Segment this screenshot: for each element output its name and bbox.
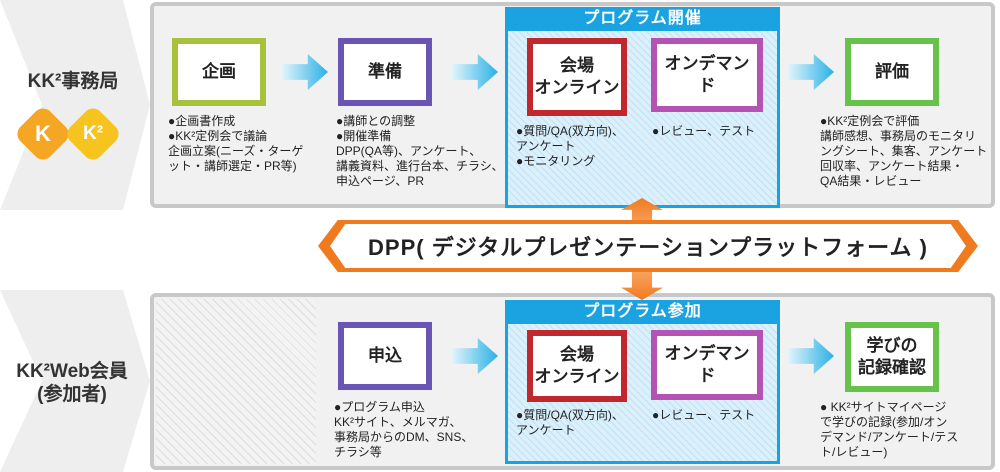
empty-hatched-area	[156, 299, 316, 464]
logo-tile-k2: K²	[63, 104, 123, 164]
participation-ondemand-note: ●レビュー、テスト	[652, 408, 756, 422]
plan-note: ●企画書作成 ●KK²定例会で議論 企画立案(ニーズ・ターゲ ット・講師選定・P…	[168, 114, 304, 173]
dpp-label: DPP( デジタルプレゼンテーションプラットフォーム )	[330, 224, 966, 268]
member-label: KK²Web会員 (参加者)	[16, 361, 128, 405]
learning-record-note: ● KK²サイトマイページ で学びの記録(参加/オン デマンド/アンケート/テス…	[820, 400, 959, 459]
apply-note: ●プログラム申込 KK²サイト、メルマガ、 事務局からのDM、SNS、 チラシ等	[334, 400, 474, 459]
learning-record-box: 学びの 記録確認	[845, 322, 939, 392]
logo-tile-k: K	[13, 104, 73, 164]
dpp-banner: DPP( デジタルプレゼンテーションプラットフォーム )	[318, 220, 978, 272]
plan-box: 企画	[172, 38, 266, 106]
kk2-logo: K K²	[13, 104, 134, 164]
ondemand-box: オンデマンド	[651, 38, 763, 112]
eval-box: 評価	[845, 38, 939, 106]
office-label: KK²事務局	[27, 71, 119, 92]
venue-note: ●質問/QA(双方向)、 アンケート ●モニタリング	[516, 124, 624, 168]
program-participation-title: プログラム参加	[505, 300, 780, 324]
prep-box: 準備	[338, 38, 432, 106]
venue-online-box: 会場 オンライン	[527, 38, 627, 116]
eval-note: ●KK²定例会で評価 講師感想、事務局のモニタリ ングシート、集客、アンケート …	[820, 114, 988, 188]
participation-venue-note: ●質問/QA(双方向)、 アンケート	[516, 408, 624, 437]
apply-box: 申込	[338, 322, 432, 390]
prep-note: ●講師との調整 ●開催準備 DPP(QA等)、アンケート、 講義資料、進行台本、…	[336, 114, 504, 188]
participation-venue-box: 会場 オンライン	[527, 330, 627, 402]
ondemand-note: ●レビュー、テスト	[652, 124, 756, 138]
program-hosting-title: プログラム開催	[505, 7, 780, 31]
participation-ondemand-box: オンデマンド	[651, 330, 763, 400]
